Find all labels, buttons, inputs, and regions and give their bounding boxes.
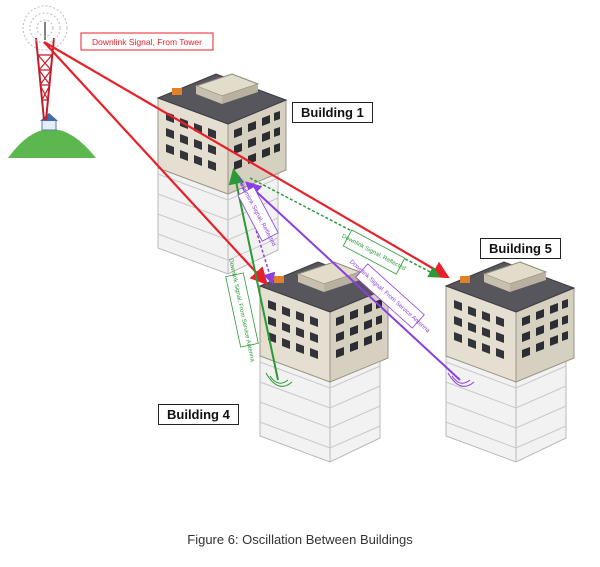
building-5 [445,261,575,463]
building-1 [157,73,287,275]
svg-text:Downlink Signal, From Tower: Downlink Signal, From Tower [92,37,202,47]
building-4-label: Building 4 [158,404,239,425]
tower-signal-to-b4 [43,41,268,286]
purple-signal-b5-to-b1 [245,181,461,381]
reflected-signal-b1-to-b5 [249,177,441,278]
service-antenna-arcs-b4 [265,372,293,387]
building-5-label: Building 5 [480,238,561,259]
service-antenna-arcs-b5 [447,372,475,387]
tower-signal-to-b5 [43,41,450,279]
building-1-label: Building 1 [292,102,373,123]
figure-caption: Figure 6: Oscillation Between Buildings [187,532,413,547]
downlink-tower-label: Downlink Signal, From Tower [80,32,214,51]
cell-tower-icon [22,5,68,121]
oscillation-diagram: Downlink Signal, From Tower Downlink Sig… [8,5,575,463]
reflected-signal-b1-to-b4 [239,177,276,285]
hill [8,129,96,158]
building-4 [259,261,389,463]
green-signal-b4-to-b1 [228,168,279,381]
svg-text:Downlink Signal, Reflected: Downlink Signal, Reflected [341,233,407,272]
